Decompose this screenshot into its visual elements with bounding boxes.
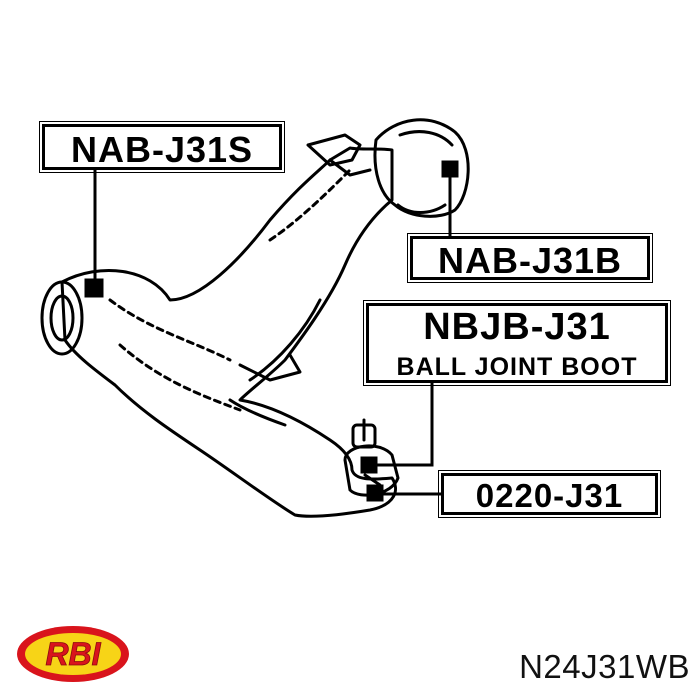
label-lower-bushing-text: NAB-J31S xyxy=(70,129,254,170)
label-rear-bushing-text: NAB-J31B xyxy=(437,240,623,281)
label-lower-bushing: NAB-J31S xyxy=(39,121,285,173)
arm-outline xyxy=(60,146,397,518)
rbi-logo: RBI xyxy=(17,626,129,682)
label-rear-bushing: NAB-J31B xyxy=(407,233,653,283)
label-ball-joint-text: 0220-J31 xyxy=(475,477,624,514)
label-boot-part-text: NBJB-J31 xyxy=(423,306,611,348)
front-bushing-shape xyxy=(40,280,84,356)
label-boot-caption-text: BALL JOINT BOOT xyxy=(396,353,638,381)
rear-bushing-shape xyxy=(373,118,470,218)
label-ball-joint: 0220-J31 xyxy=(438,470,661,518)
leader-boot xyxy=(370,383,434,467)
ball-joint-shape xyxy=(343,444,400,497)
logo-text: RBI xyxy=(45,636,101,672)
label-ball-joint-boot: NBJB-J31 BALL JOINT BOOT xyxy=(363,300,671,386)
part-number: N24J31WB xyxy=(519,648,690,685)
